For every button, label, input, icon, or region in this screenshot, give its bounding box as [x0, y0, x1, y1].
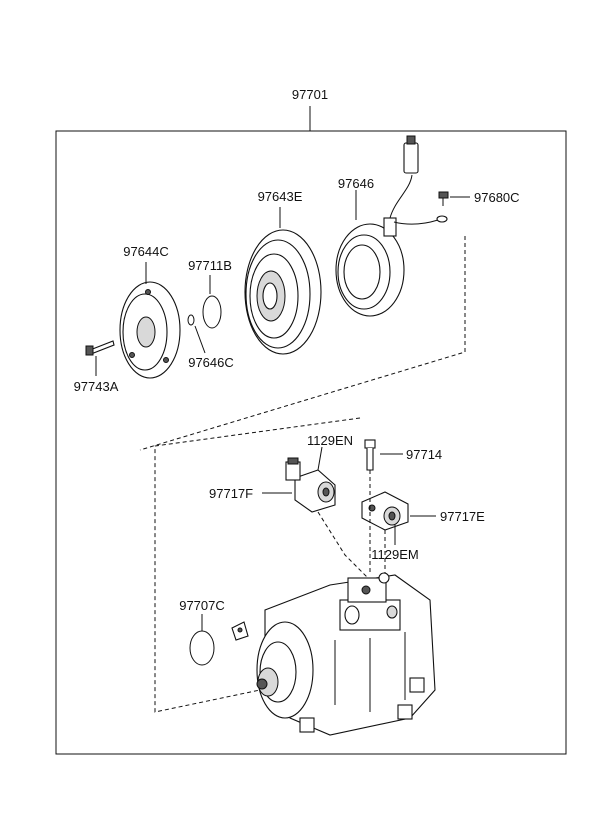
- label-valve-bolt: 1129EN: [307, 433, 353, 448]
- label-pulley: 97643E: [258, 189, 303, 204]
- clutch-hub: [119, 281, 181, 379]
- hub-bolt: [85, 340, 115, 356]
- label-shim: 97646C: [188, 355, 234, 370]
- label-snap-ring: 97711B: [188, 258, 232, 273]
- snap-ring: [202, 295, 222, 329]
- label-fitting-right: 97717E: [440, 509, 485, 524]
- compressor-body: [231, 572, 436, 736]
- upper-dashed-outline: [139, 236, 466, 451]
- label-long-bolt: 97714: [406, 447, 442, 462]
- pulley: [244, 229, 322, 355]
- guide-left: [317, 511, 369, 579]
- label-fitting-left: 97717F: [209, 486, 253, 501]
- leader-valve-bolt: [317, 446, 323, 471]
- fitting-left: [285, 457, 336, 513]
- small-screw: [438, 191, 449, 206]
- label-oring-small: 1129EM: [371, 547, 418, 562]
- fitting-right: [361, 491, 409, 531]
- assembly-frame: [55, 130, 567, 755]
- leader-shim: [194, 325, 206, 354]
- long-bolt: [364, 439, 376, 471]
- lower-dashed-outline: [154, 417, 361, 713]
- label-coil: 97646: [338, 176, 374, 191]
- label-assembly: 97701: [292, 87, 328, 102]
- field-coil: [335, 135, 448, 317]
- label-bolt: 97743A: [74, 379, 119, 394]
- large-oring: [189, 630, 215, 666]
- label-hub: 97644C: [123, 244, 169, 259]
- label-oring-large: 97707C: [179, 598, 225, 613]
- label-small-screw: 97680C: [474, 190, 520, 205]
- shim: [187, 314, 195, 326]
